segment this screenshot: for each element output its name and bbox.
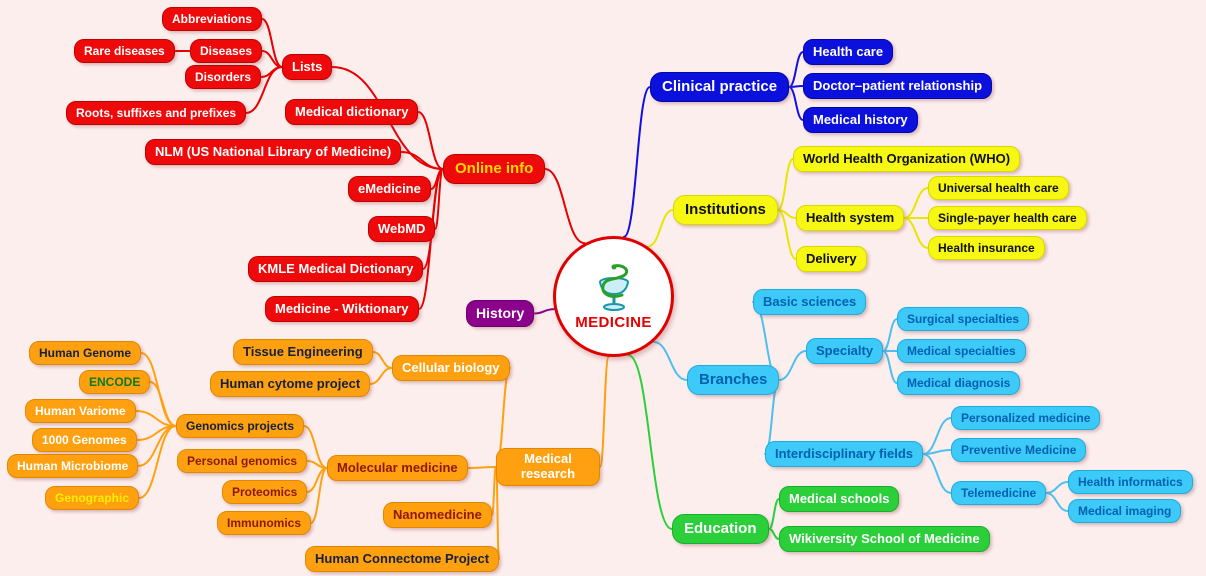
node-personal-genomics[interactable]: Personal genomics bbox=[177, 449, 308, 474]
node-genomics-projects[interactable]: Genomics projects bbox=[176, 414, 305, 439]
node-roots-suffixes-prefixes[interactable]: Roots, suffixes and prefixes bbox=[66, 101, 247, 126]
node-disorders[interactable]: Disorders bbox=[185, 65, 262, 90]
node-cellular-biology[interactable]: Cellular biology bbox=[392, 355, 510, 381]
node-basic-sciences[interactable]: Basic sciences bbox=[753, 289, 867, 315]
node-emedicine[interactable]: eMedicine bbox=[348, 176, 431, 202]
node-preventive-medicine[interactable]: Preventive Medicine bbox=[951, 438, 1087, 463]
node-human-variome[interactable]: Human Variome bbox=[25, 399, 136, 424]
node-medical-diagnosis[interactable]: Medical diagnosis bbox=[897, 371, 1021, 396]
node-health-care[interactable]: Health care bbox=[803, 39, 894, 65]
node-tissue-engineering[interactable]: Tissue Engineering bbox=[233, 339, 373, 365]
node-webmd[interactable]: WebMD bbox=[368, 216, 436, 242]
node-personalized-medicine[interactable]: Personalized medicine bbox=[951, 406, 1101, 431]
node-wikiversity-school-of-medicine[interactable]: Wikiversity School of Medicine bbox=[779, 526, 990, 552]
node-medical-research[interactable]: Medical research bbox=[496, 448, 600, 486]
node-history[interactable]: History bbox=[466, 300, 535, 327]
node-abbreviations[interactable]: Abbreviations bbox=[162, 7, 263, 32]
node-medical-schools[interactable]: Medical schools bbox=[779, 486, 900, 512]
node-lists[interactable]: Lists bbox=[282, 54, 333, 80]
node-medical-imaging[interactable]: Medical imaging bbox=[1068, 499, 1182, 524]
node-health-system[interactable]: Health system bbox=[796, 205, 905, 231]
node-molecular-medicine[interactable]: Molecular medicine bbox=[327, 455, 468, 481]
center-label: MEDICINE bbox=[575, 313, 652, 331]
node-encode[interactable]: ENCODE bbox=[79, 370, 151, 395]
node-human-connectome-project[interactable]: Human Connectome Project bbox=[305, 546, 500, 572]
node-kmle-medical-dictionary[interactable]: KMLE Medical Dictionary bbox=[248, 256, 424, 282]
node-proteomics[interactable]: Proteomics bbox=[222, 480, 308, 505]
node-human-cytome-project[interactable]: Human cytome project bbox=[210, 371, 371, 397]
node-interdisciplinary-fields[interactable]: Interdisciplinary fields bbox=[765, 441, 923, 467]
node-education[interactable]: Education bbox=[672, 514, 769, 545]
node-medicine-wiktionary[interactable]: Medicine - Wiktionary bbox=[265, 296, 419, 322]
node-online-info[interactable]: Online info bbox=[443, 154, 546, 185]
node-specialty[interactable]: Specialty bbox=[806, 338, 884, 364]
node-diseases[interactable]: Diseases bbox=[190, 39, 263, 64]
node-world-health-organization[interactable]: World Health Organization (WHO) bbox=[793, 146, 1021, 172]
center-node-medicine[interactable]: MEDICINE bbox=[553, 236, 674, 357]
node-telemedicine[interactable]: Telemedicine bbox=[951, 481, 1047, 506]
node-medical-history[interactable]: Medical history bbox=[803, 107, 918, 133]
node-doctor-patient-relationship[interactable]: Doctor–patient relationship bbox=[803, 73, 993, 99]
node-clinical-practice[interactable]: Clinical practice bbox=[650, 72, 790, 103]
node-rare-diseases[interactable]: Rare diseases bbox=[74, 39, 175, 64]
node-delivery[interactable]: Delivery bbox=[796, 246, 867, 272]
node-health-insurance[interactable]: Health insurance bbox=[928, 236, 1045, 261]
node-immunomics[interactable]: Immunomics bbox=[217, 511, 312, 536]
node-nlm[interactable]: NLM (US National Library of Medicine) bbox=[145, 139, 402, 165]
node-surgical-specialties[interactable]: Surgical specialties bbox=[897, 307, 1030, 332]
bowl-of-hygieia-icon bbox=[598, 263, 629, 311]
node-medical-specialties[interactable]: Medical specialties bbox=[897, 339, 1026, 364]
node-human-microbiome[interactable]: Human Microbiome bbox=[7, 454, 139, 479]
node-human-genome[interactable]: Human Genome bbox=[29, 341, 142, 366]
node-1000-genomes[interactable]: 1000 Genomes bbox=[32, 428, 137, 453]
node-institutions[interactable]: Institutions bbox=[673, 195, 778, 226]
node-genographic[interactable]: Genographic bbox=[45, 486, 140, 511]
node-medical-dictionary[interactable]: Medical dictionary bbox=[285, 99, 419, 125]
node-health-informatics[interactable]: Health informatics bbox=[1068, 470, 1193, 495]
node-nanomedicine[interactable]: Nanomedicine bbox=[383, 502, 492, 528]
node-single-payer-health-care[interactable]: Single-payer health care bbox=[928, 206, 1087, 231]
node-universal-health-care[interactable]: Universal health care bbox=[928, 176, 1069, 201]
node-branches[interactable]: Branches bbox=[687, 365, 780, 396]
